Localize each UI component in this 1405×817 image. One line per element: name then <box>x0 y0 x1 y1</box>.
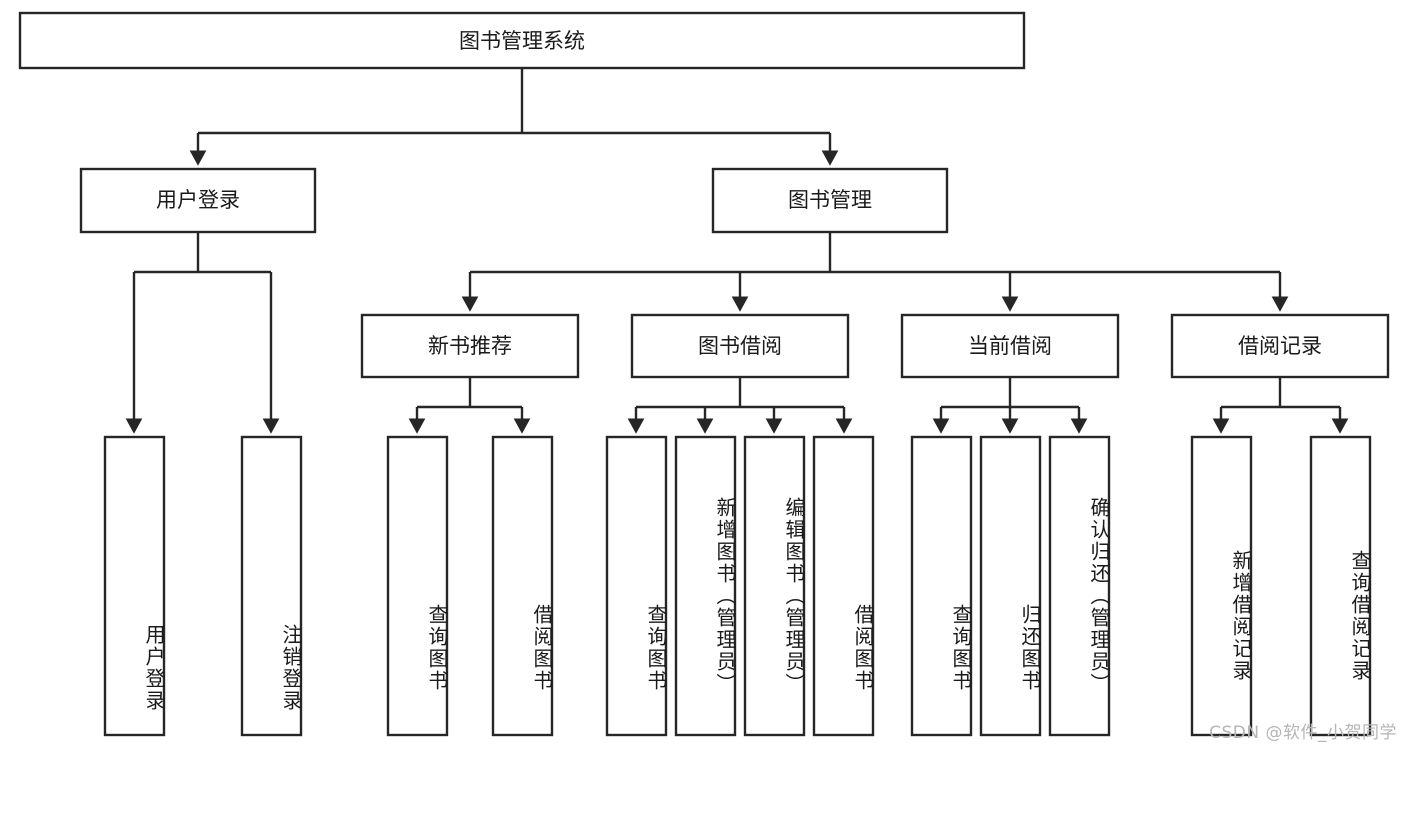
leaf-box-new-book-2[interactable] <box>491 435 554 737</box>
node-root-label: 图书管理系统 <box>459 29 585 53</box>
node-book-borrow[interactable]: 图书借阅 <box>630 313 850 379</box>
leaf-box-new-book-1[interactable] <box>386 435 449 737</box>
node-book-management-box[interactable] <box>711 167 949 234</box>
node-new-book-recommend-label: 新书推荐 <box>428 334 512 358</box>
node-new-book-recommend[interactable]: 新书推荐 <box>360 313 580 379</box>
leaf-box-record-2[interactable] <box>1309 435 1372 737</box>
diagram-canvas: 图书管理系统 用户登录 图书管理 新书推荐 图书借阅 当前借阅 借阅记录 <box>18 11 1390 737</box>
node-current-borrow[interactable]: 当前借阅 <box>900 313 1120 379</box>
node-user-login[interactable]: 用户登录 <box>79 167 317 234</box>
node-book-borrow-box[interactable] <box>630 313 850 379</box>
leaf-box-current-2[interactable] <box>979 435 1042 737</box>
leaf-box-current-3[interactable] <box>1048 435 1111 737</box>
csdn-watermark: CSDN @软件_小贺同学 <box>1209 723 1397 743</box>
leaf-box-user-login-2[interactable] <box>240 435 303 737</box>
leaf-box-borrow-1[interactable] <box>605 435 668 737</box>
leaf-box-record-1[interactable] <box>1190 435 1253 737</box>
node-current-borrow-box[interactable] <box>900 313 1120 379</box>
node-user-login-label: 用户登录 <box>156 188 240 212</box>
node-new-book-recommend-box[interactable] <box>360 313 580 379</box>
node-borrow-record-box[interactable] <box>1170 313 1390 379</box>
node-book-management[interactable]: 图书管理 <box>711 167 949 234</box>
leaf-box-borrow-3[interactable] <box>743 435 806 737</box>
node-borrow-record-label: 借阅记录 <box>1238 334 1322 358</box>
node-book-management-label: 图书管理 <box>788 188 872 212</box>
node-current-borrow-label: 当前借阅 <box>968 334 1052 358</box>
node-borrow-record[interactable]: 借阅记录 <box>1170 313 1390 379</box>
leaf-box-current-1[interactable] <box>910 435 973 737</box>
node-root-box[interactable] <box>18 11 1026 70</box>
leaf-box-borrow-4[interactable] <box>812 435 875 737</box>
leaf-box-user-login-1[interactable] <box>103 435 166 737</box>
hierarchy-diagram: 图书管理系统 用户登录 图书管理 新书推荐 图书借阅 当前借阅 借阅记录 <box>18 11 1397 743</box>
connector-group <box>125 68 1349 434</box>
node-root[interactable]: 图书管理系统 <box>18 11 1026 70</box>
leaf-box-borrow-2[interactable] <box>674 435 737 737</box>
node-user-login-box[interactable] <box>79 167 317 234</box>
node-book-borrow-label: 图书借阅 <box>698 334 782 358</box>
